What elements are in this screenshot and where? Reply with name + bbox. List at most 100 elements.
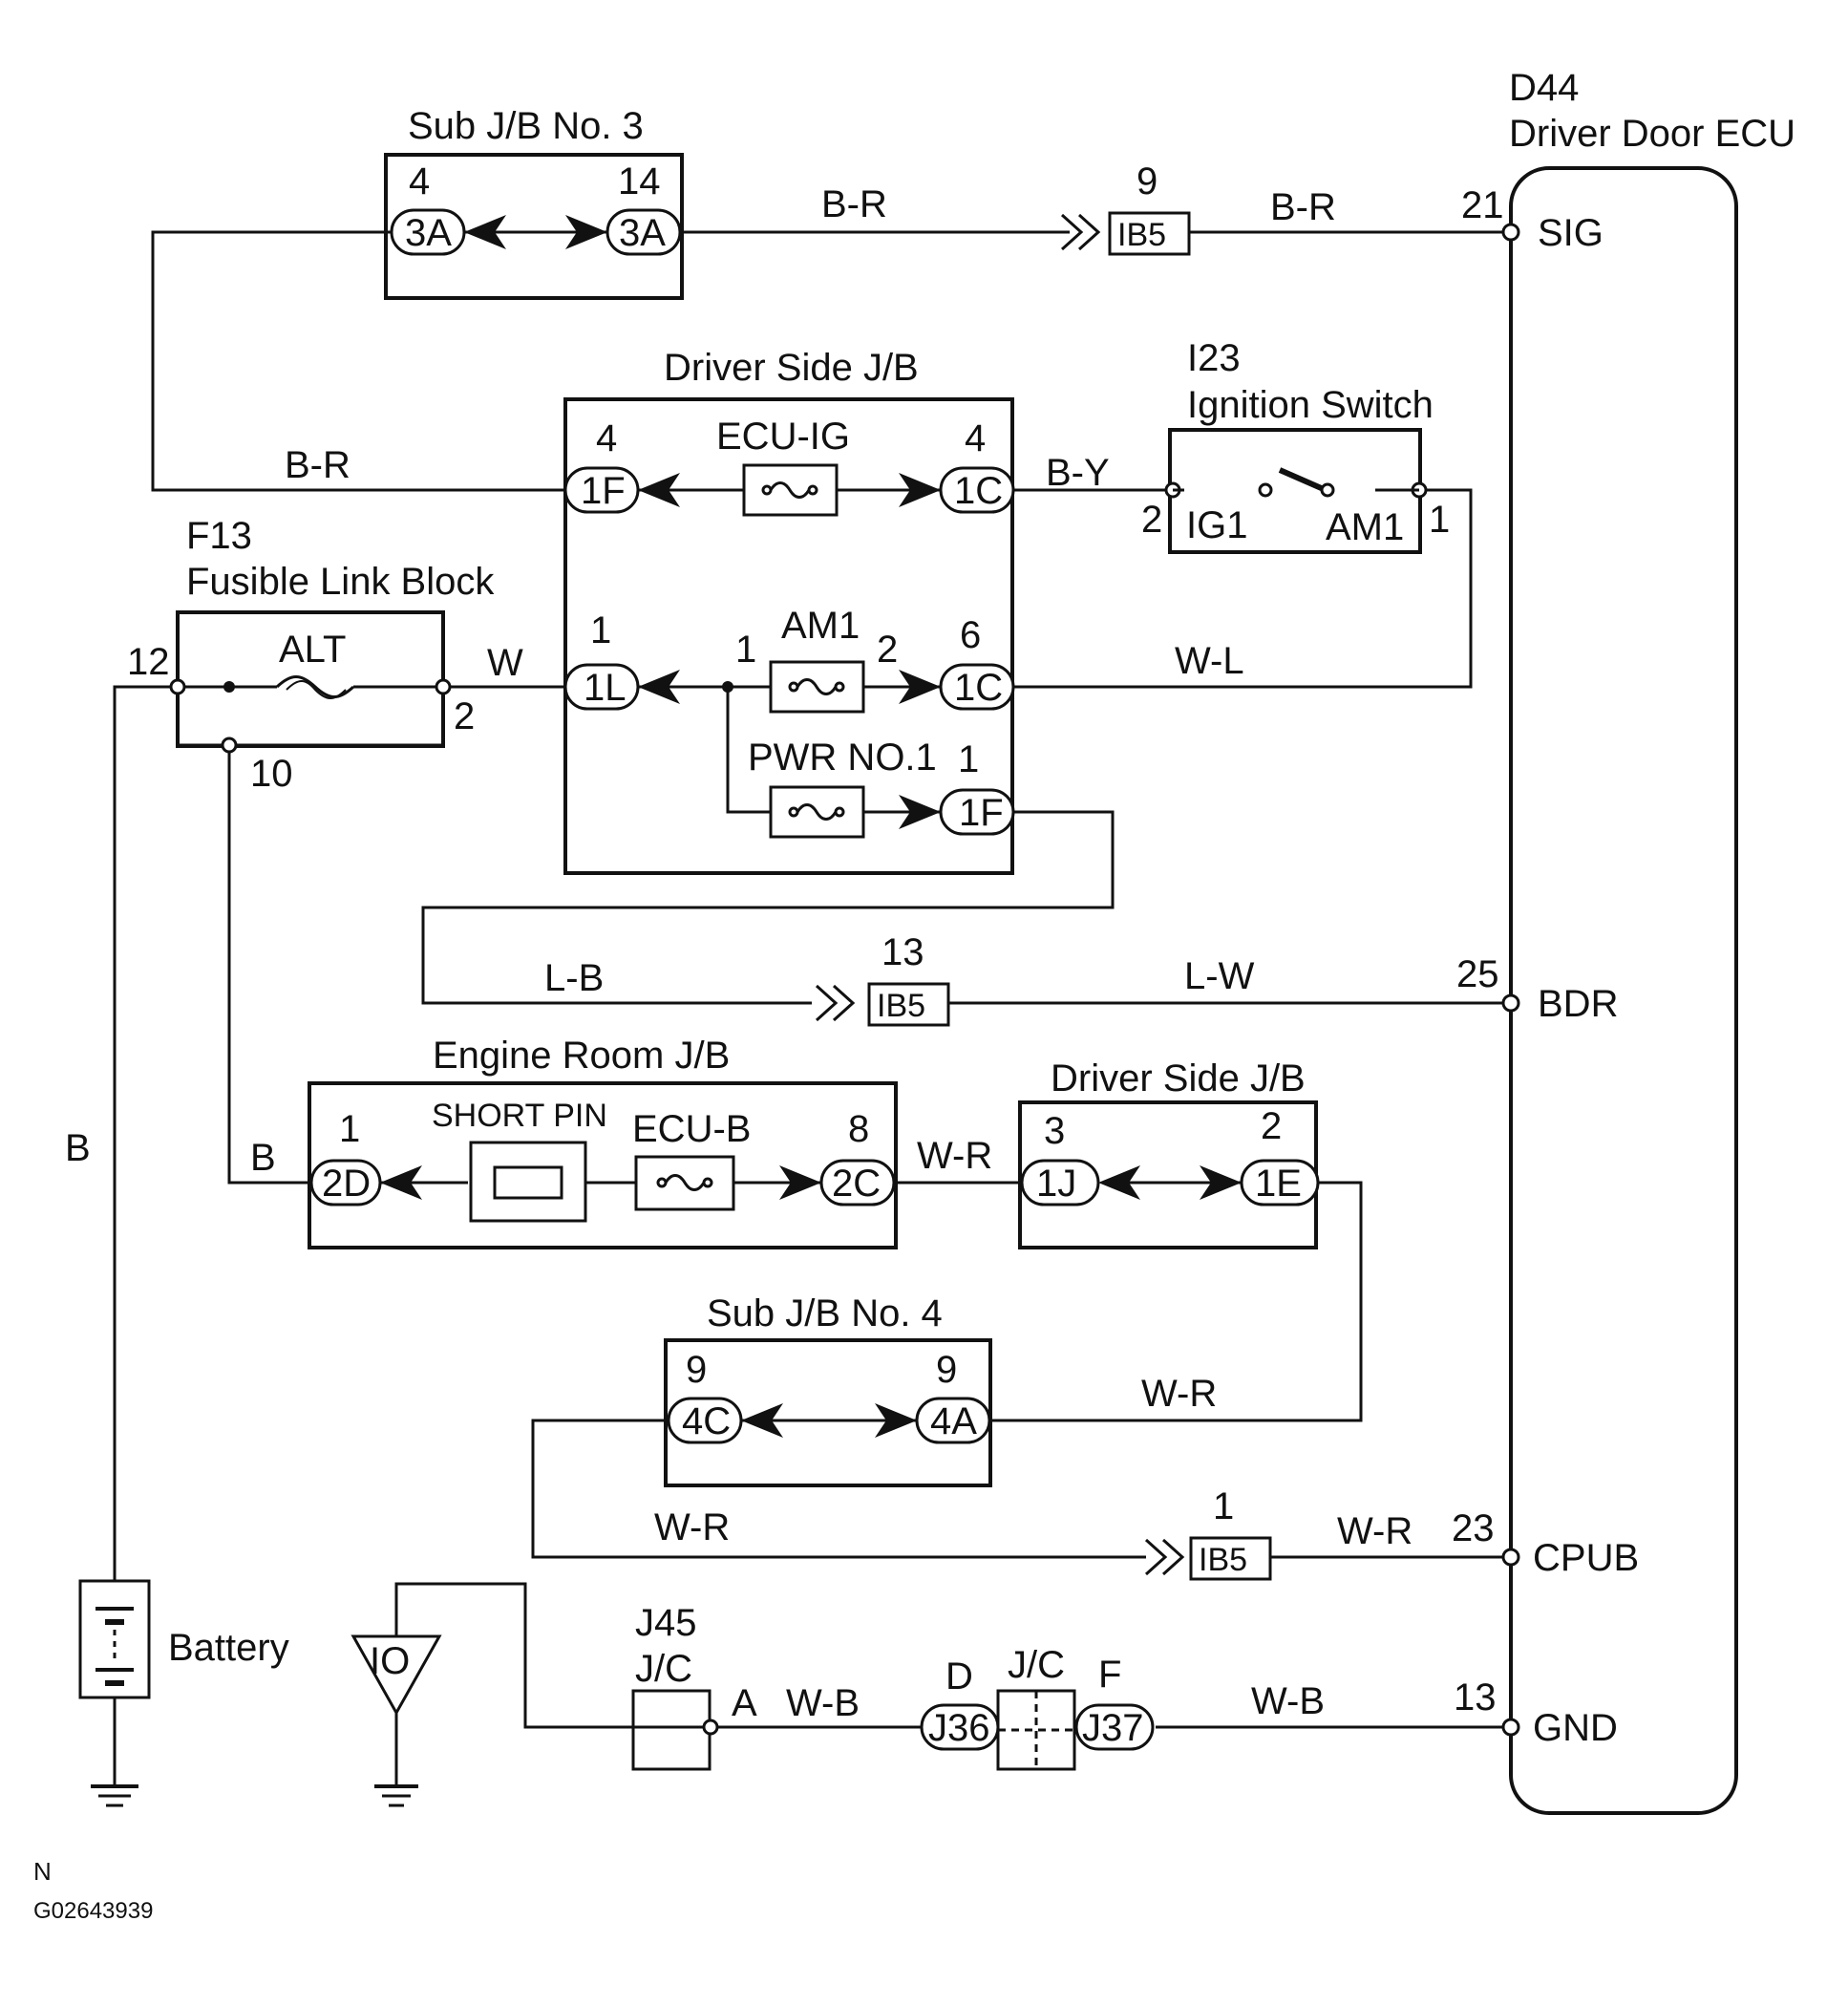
short-pin-label: SHORT PIN — [432, 1098, 607, 1134]
fusible-pin-bottom: 10 — [250, 753, 293, 795]
wire-wr-cpub: W-R — [1337, 1510, 1413, 1552]
wire-wb-left: W-B — [786, 1682, 860, 1724]
sub-jb3-left-pin: 4 — [409, 160, 430, 203]
sub-jb4-pin-left: 9 — [686, 1349, 707, 1391]
cpub-pin-number: 23 — [1452, 1507, 1495, 1549]
am1-in-pin: 1 — [735, 629, 756, 671]
ib5-mid: IB5 13 — [815, 931, 950, 1027]
driver-jb-bottom-conn-right: 1E — [1255, 1163, 1302, 1205]
ignition-name: Ignition Switch — [1187, 384, 1434, 426]
ecu-ig-label: ECU-IG — [716, 416, 850, 458]
fusible-pin-left: 12 — [127, 641, 170, 683]
ib5-bottom-label: IB5 — [1199, 1542, 1247, 1578]
wire-b-left: B — [65, 1127, 91, 1169]
ground-io: IO — [350, 1634, 442, 1807]
gnd-pin-label: GND — [1533, 1707, 1618, 1749]
bdr-pin-number: 25 — [1456, 953, 1499, 995]
engine-room-jb: Engine Room J/B 1 2D SHORT PIN ECU-B 8 2… — [308, 1035, 898, 1249]
sub-jb-no3: Sub J/B No. 3 4 14 3A 3A — [384, 105, 684, 300]
ib5-mid-label: IB5 — [877, 988, 925, 1024]
ib5-bottom-pin: 1 — [1213, 1485, 1234, 1527]
sub-jb4-conn-right: 4A — [930, 1400, 977, 1442]
am1-out-pin: 2 — [877, 629, 898, 671]
wire-br-left: B-R — [285, 444, 350, 486]
wire-lb: L-B — [544, 957, 604, 999]
cpub-pin-label: CPUB — [1533, 1537, 1639, 1579]
jc-right-conn: J37 — [1082, 1707, 1144, 1749]
alt-label: ALT — [279, 629, 346, 671]
conn-1c-top: 1C — [954, 470, 1003, 512]
conn-1f-right: 1F — [959, 792, 1004, 834]
pin-1f-right-number: 1 — [958, 738, 979, 780]
ground-io-label: IO — [370, 1640, 410, 1682]
fusible-link-block: F13 Fusible Link Block ALT 12 2 10 — [127, 515, 495, 795]
battery: Battery — [78, 1579, 289, 1807]
sub-jb3-title: Sub J/B No. 3 — [408, 105, 644, 147]
ib5-top-label: IB5 — [1117, 217, 1166, 253]
ecu-name: Driver Door ECU — [1509, 113, 1795, 155]
wire-wr-engine: W-R — [917, 1135, 992, 1177]
fusible-name: Fusible Link Block — [186, 561, 495, 603]
ib5-top: IB5 9 — [1060, 160, 1191, 256]
wire-wr-sub4: W-R — [1141, 1373, 1217, 1415]
jc-left-pin: D — [945, 1655, 973, 1697]
ignition-pin-left: 2 — [1141, 499, 1162, 541]
engine-jb-conn-right: 2C — [832, 1163, 881, 1205]
ecu-code: D44 — [1509, 67, 1579, 109]
ignition-switch: I23 Ignition Switch IG1 AM1 2 1 — [1141, 337, 1450, 554]
j45-code: J45 — [635, 1602, 697, 1644]
jc-right-pin: F — [1098, 1654, 1121, 1696]
sub-jb3-right-conn: 3A — [619, 212, 666, 254]
ignition-code: I23 — [1187, 337, 1241, 379]
battery-label: Battery — [168, 1627, 289, 1669]
engine-jb-title: Engine Room J/B — [433, 1035, 730, 1077]
sub-jb4-conn-left: 4C — [682, 1400, 731, 1442]
battery-ground-icon — [91, 1784, 138, 1807]
sub-jb3-left-conn: 3A — [405, 212, 452, 254]
jc-junction: J/C D J36 F J37 — [920, 1644, 1155, 1771]
wire-lw: L-W — [1184, 955, 1255, 997]
ib5-mid-pin: 13 — [882, 931, 924, 973]
ib5-bottom: IB5 1 — [1144, 1485, 1272, 1581]
footer-n: N — [33, 1857, 52, 1886]
conn-1l: 1L — [584, 667, 627, 709]
pin-1c-mid-number: 6 — [960, 614, 981, 656]
wire-wl: W-L — [1175, 640, 1244, 682]
driver-jb-top-title: Driver Side J/B — [664, 347, 919, 389]
jc-name: J/C — [1008, 1644, 1065, 1686]
pin-1f-left-number: 4 — [596, 417, 617, 459]
pin-1c-top-number: 4 — [965, 417, 986, 459]
wire-wr-bottom: W-R — [654, 1506, 730, 1548]
pwr-fuse-label: PWR NO.1 — [748, 737, 937, 779]
wire-br-top-right: B-R — [1270, 186, 1336, 228]
fusible-pin-right: 2 — [454, 695, 475, 737]
driver-jb-bottom-title: Driver Side J/B — [1051, 1057, 1306, 1100]
driver-side-jb-bottom: Driver Side J/B 3 1J 2 1E — [1018, 1057, 1320, 1249]
gnd-pin-number: 13 — [1454, 1676, 1497, 1719]
engine-jb-pin-left: 1 — [339, 1108, 360, 1150]
am1-fuse-label: AM1 — [781, 605, 860, 647]
sub-jb3-right-pin: 14 — [618, 160, 661, 203]
j45-junction: J45 J/C A — [631, 1602, 757, 1771]
driver-jb-bottom-conn-left: 1J — [1036, 1163, 1076, 1205]
sub-jb4-title: Sub J/B No. 4 — [707, 1292, 943, 1334]
conn-1c-mid: 1C — [954, 667, 1003, 709]
conn-1f-left: 1F — [581, 470, 626, 512]
footer: N G02643939 — [33, 1857, 153, 1924]
footer-code: G02643939 — [33, 1898, 153, 1924]
fusible-code: F13 — [186, 515, 252, 557]
ig1-label: IG1 — [1186, 504, 1247, 546]
bdr-pin-label: BDR — [1538, 983, 1618, 1025]
j45-pin: A — [732, 1682, 757, 1724]
wire-labels: B-R B-R B-R B-Y W W-L L-B L-W B B W-R W-… — [65, 183, 1413, 1724]
ib5-top-pin: 9 — [1136, 160, 1158, 203]
am1-terminal-label: AM1 — [1326, 506, 1404, 548]
sub-jb4-pin-right: 9 — [936, 1349, 957, 1391]
driver-jb-bottom-pin-left: 3 — [1044, 1110, 1065, 1152]
engine-jb-conn-left: 2D — [322, 1163, 371, 1205]
wire-br-top-left: B-R — [821, 183, 887, 225]
wire-wb-right: W-B — [1251, 1680, 1325, 1722]
wire-by: B-Y — [1046, 452, 1110, 494]
jc-left-conn: J36 — [928, 1707, 990, 1749]
wire-b-engine: B — [250, 1137, 276, 1179]
